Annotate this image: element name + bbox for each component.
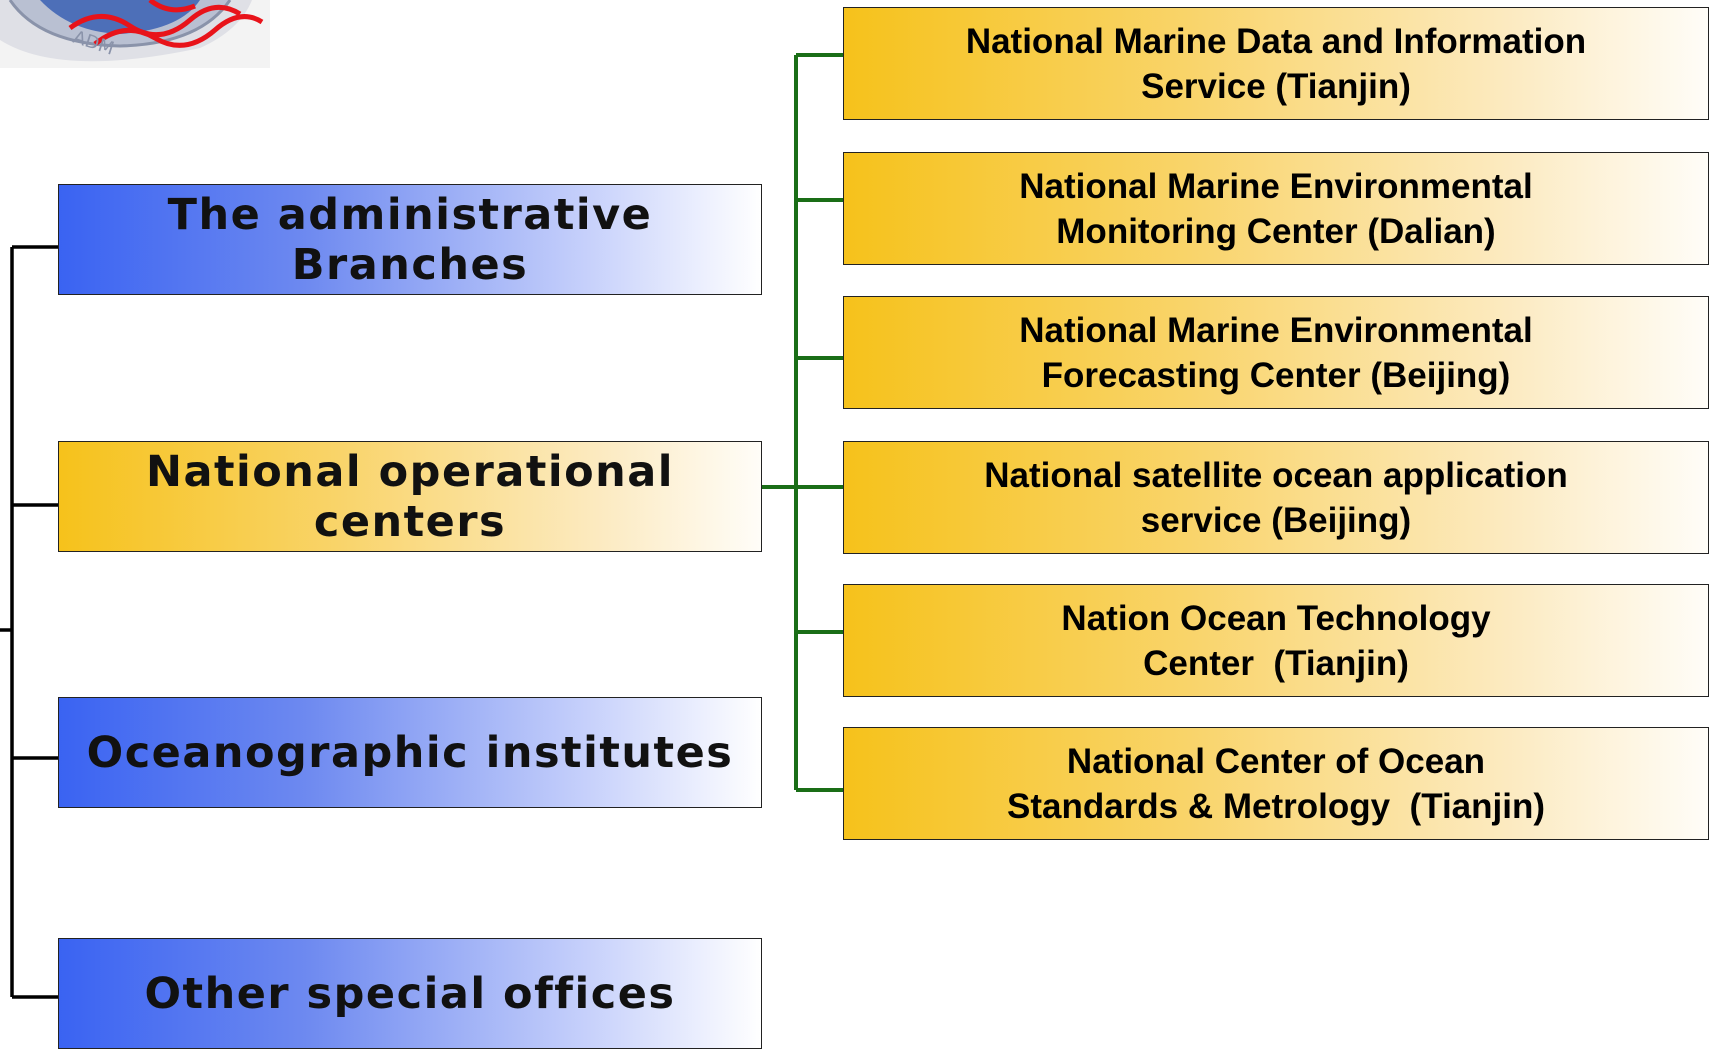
branch-label: The administrative Branches [167,189,653,290]
center-label-line2: service (Beijing) [1140,500,1412,540]
center-label-line1: National satellite ocean application [984,455,1568,495]
center-label-line2: Forecasting Center (Beijing) [1041,355,1511,395]
center-label-line1: National Center of Ocean [1066,741,1486,781]
center-ocean-standards-metrology: National Center of Ocean Standards & Met… [843,727,1709,840]
center-marine-data-information-service: National Marine Data and Information Ser… [843,7,1709,120]
center-label-line1: Nation Ocean Technology [1061,598,1491,638]
center-label-line2: Service (Tianjin) [1141,66,1411,106]
agency-seal-icon: ADM [0,0,270,68]
center-label-line1: National Marine Environmental [1019,166,1533,206]
main-tree-connector [0,245,58,999]
branch-national-operational-centers: National operational centers [58,441,762,552]
branch-label: Oceanographic institutes [86,727,734,778]
center-label-line2: Standards & Metrology (Tianjin) [1006,786,1545,826]
branch-administrative-branches: The administrative Branches [58,184,762,295]
center-marine-environmental-monitoring: National Marine Environmental Monitoring… [843,152,1709,265]
center-label-line1: National Marine Data and Information [965,21,1587,61]
branch-label: National operational centers [145,446,675,547]
center-satellite-ocean-application: National satellite ocean application ser… [843,441,1709,554]
center-label-line1: National Marine Environmental [1019,310,1533,350]
sub-tree-connector [762,53,843,792]
branch-oceanographic-institutes: Oceanographic institutes [58,697,762,808]
center-label-line2: Monitoring Center (Dalian) [1056,211,1496,251]
branch-other-special-offices: Other special offices [58,938,762,1049]
center-ocean-technology: Nation Ocean Technology Center (Tianjin) [843,584,1709,697]
center-label-line2: Center (Tianjin) [1143,643,1409,683]
center-marine-environmental-forecasting: National Marine Environmental Forecastin… [843,296,1709,409]
branch-label: Other special offices [144,968,676,1019]
